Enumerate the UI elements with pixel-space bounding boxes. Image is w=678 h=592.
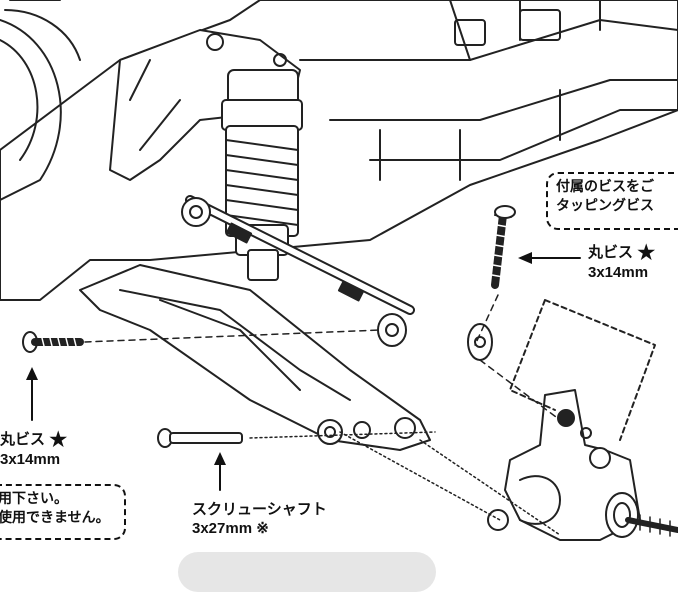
star-icon: ★ (49, 429, 68, 451)
screw-top-size: 3x14mm (588, 264, 649, 281)
screw-left-size: 3x14mm (0, 451, 61, 468)
turnbuckle (181, 195, 493, 361)
screw-left-label: 丸ビス ★ 3x14mm (0, 430, 67, 469)
arrows (26, 252, 581, 491)
callout-top-right-line2: タッピングビス (556, 197, 654, 213)
footer-note-pill (178, 552, 436, 592)
hub-carrier (487, 389, 678, 541)
callout-top-right-line1: 付属のビスをご (556, 178, 654, 194)
callout-bottom-left-line1: 用下さい。 (0, 490, 68, 506)
shaft-label: スクリューシャフト 3x27mm ※ (192, 500, 327, 538)
chassis-outline (0, 0, 678, 301)
screw-top-label: 丸ビス ★ 3x14mm (588, 243, 655, 282)
star-icon: ★ (637, 242, 656, 264)
shock-absorber (221, 69, 303, 281)
screw-left-icon (22, 331, 84, 353)
hub-dash-box (509, 299, 656, 441)
lower-arm (79, 264, 431, 451)
callout-bottom-left-line2: 使用できません。 (0, 509, 110, 525)
callout-top-right: 付属のビスをご タッピングビス (546, 172, 678, 230)
screw-left-name: 丸ビス (0, 431, 46, 448)
alignment-lines (84, 294, 561, 536)
assembly-diagram (0, 0, 678, 541)
shaft-name: スクリューシャフト (192, 501, 327, 518)
screw-top-icon (491, 205, 516, 289)
wheel-left (0, 19, 62, 201)
callout-bottom-left: 用下さい。 使用できません。 (0, 484, 126, 540)
shaft-icon (157, 428, 243, 448)
shaft-size: 3x27mm ※ (192, 520, 269, 537)
screw-top-name: 丸ビス (588, 244, 634, 261)
